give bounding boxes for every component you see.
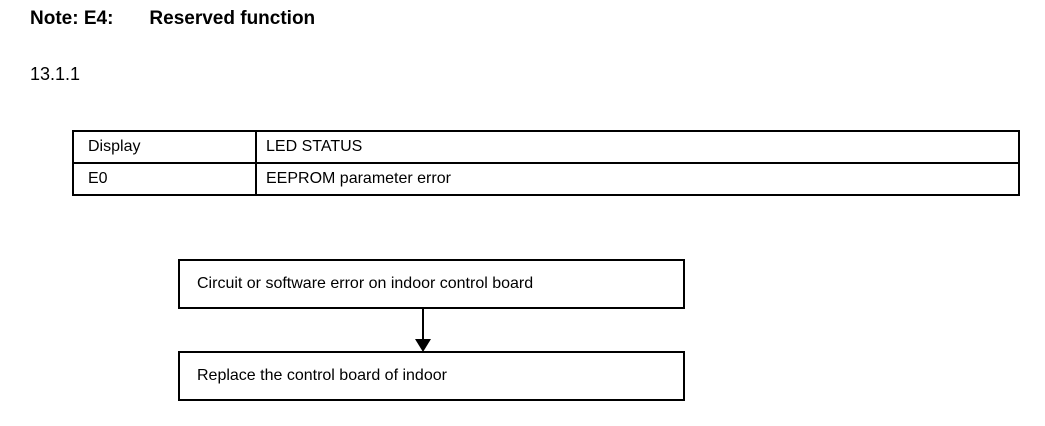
table-row-e0: E0 EEPROM parameter error (72, 162, 1020, 196)
section-number: 13.1.1 (30, 64, 81, 84)
cell-led-status-label: LED STATUS (255, 130, 1020, 164)
note-heading-prefix: Note: E4: (30, 8, 114, 29)
note-heading-title: Reserved function (149, 8, 316, 29)
flowchart-cause-box: Circuit or software error on indoor cont… (178, 259, 685, 309)
note-heading: Note: E4: Reserved function (30, 8, 315, 30)
flowchart-cause-text: Circuit or software error on indoor cont… (197, 275, 534, 292)
cell-error-description: EEPROM parameter error (255, 162, 1020, 196)
cell-display-label: Display (72, 130, 257, 164)
down-arrow-line (422, 309, 424, 340)
error-code-table: Display LED STATUS E0 EEPROM parameter e… (72, 130, 1020, 196)
flowchart-solution-box: Replace the control board of indoor (178, 351, 685, 401)
flowchart-solution-text: Replace the control board of indoor (197, 367, 447, 384)
down-arrow-icon (415, 339, 431, 352)
cell-error-code: E0 (72, 162, 257, 196)
table-row-header: Display LED STATUS (72, 130, 1020, 164)
